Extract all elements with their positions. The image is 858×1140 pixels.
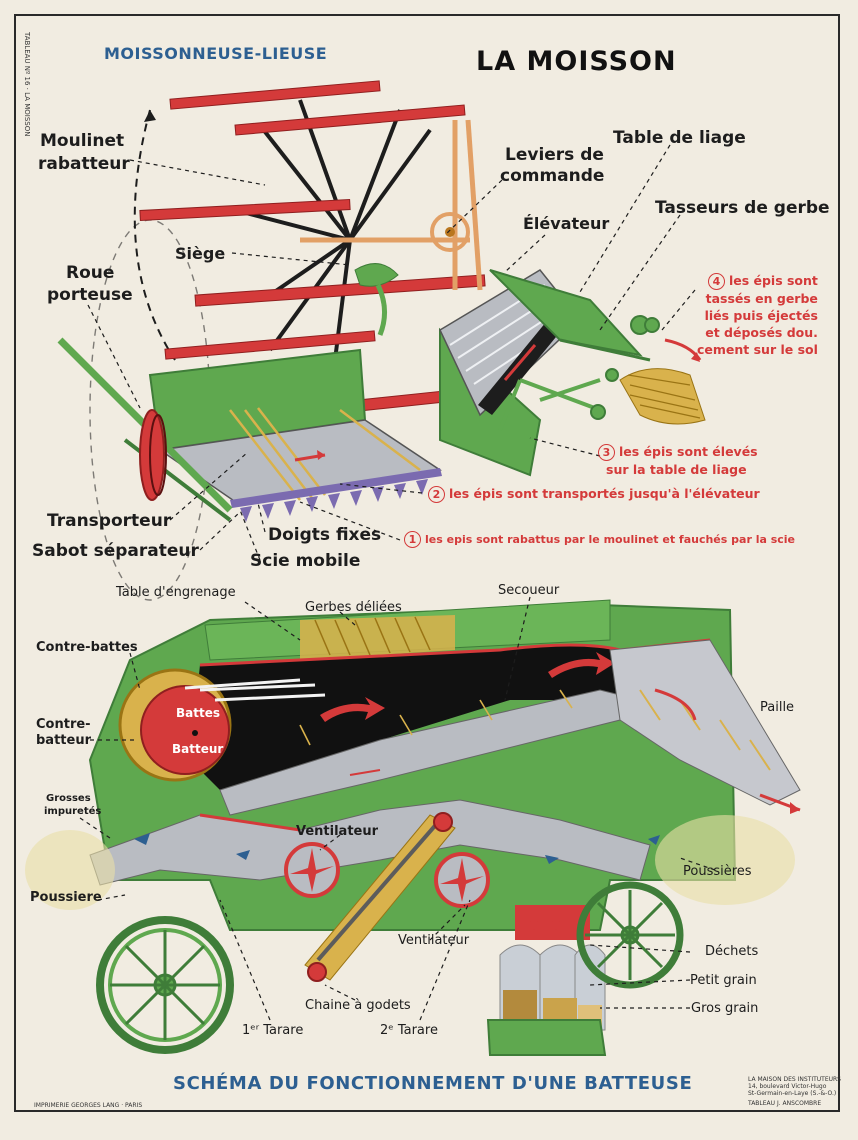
label-roue: Roue <box>66 263 115 283</box>
front-wheel <box>96 916 234 1054</box>
page-title: LA MOISSON <box>476 46 677 77</box>
label-moulinet: Moulinet <box>40 131 125 151</box>
label-petit-grain: Petit grain <box>690 973 757 988</box>
side-reference: TABLEAU Nº 16 · LA MOISSON <box>23 32 31 136</box>
step-3-line1: les épis sont élevés <box>619 444 758 459</box>
step-4-line1: les épis sont <box>728 273 818 288</box>
label-chaine: Chaine à godets <box>305 998 411 1013</box>
label-poussiere: Poussiere <box>30 890 102 905</box>
sheaf-illustration <box>619 338 706 425</box>
fan-1 <box>284 842 340 898</box>
step-3-line2: sur la table de liage <box>606 462 747 477</box>
label-porteuse: porteuse <box>47 285 133 305</box>
step-4-line5: cement sur le sol <box>697 342 818 357</box>
label-battes: Battes <box>176 706 220 720</box>
step-2-text: les épis sont transportés jusqu'à l'élév… <box>449 486 760 501</box>
bottom-title: SCHÉMA DU FONCTIONNEMENT D'UNE BATTEUSE <box>173 1073 693 1094</box>
label-elevateur: Élévateur <box>523 214 610 233</box>
publisher-line-4: TABLEAU J. ANSCOMBRE <box>748 1100 822 1107</box>
fan-2 <box>434 852 490 908</box>
label-tarare-2: 2ᵉ Tarare <box>380 1023 438 1038</box>
poster-frame <box>14 14 840 1112</box>
label-contre: Contre- <box>36 717 91 732</box>
step-1-text: les epis sont rabattus par le moulinet e… <box>425 533 796 546</box>
step-3: 3 les épis sont élevés sur la table de li… <box>598 443 758 478</box>
reaper-binder-diagram <box>57 80 706 601</box>
label-transporteur: Transporteur <box>47 511 172 531</box>
label-batteur: Batteur <box>172 742 224 756</box>
label-ventilateur-1: Ventilateur <box>296 824 379 839</box>
subtitle: MOISSONNEUSE-LIEUSE <box>104 44 328 63</box>
thresher-leader-lines <box>79 596 716 1021</box>
step-4-line3: liés puis éjectés <box>704 308 818 323</box>
label-scie: Scie mobile <box>250 551 361 571</box>
label-commande: commande <box>500 166 605 186</box>
label-leviers: Leviers de <box>505 145 604 165</box>
label-contre-battes: Contre-battes <box>36 640 138 655</box>
step-4-line4: et déposés dou. <box>705 325 818 340</box>
label-gerbes: Gerbes déliées <box>305 600 402 615</box>
publisher-line-2: 14, boulevard Victor-Hugo <box>748 1083 827 1090</box>
label-batteur-lbl: batteur <box>36 733 91 748</box>
side-reference-text: TABLEAU Nº 16 · LA MOISSON <box>23 32 31 136</box>
printer-imprint: IMPRIMERIE GEORGES LANG · PARIS <box>34 1102 143 1109</box>
step-2-number: 2 <box>428 486 445 503</box>
label-secoueur: Secoueur <box>498 583 560 598</box>
publisher-imprint: LA MAISON DES INSTITUTEURS 14, boulevard… <box>748 1076 841 1107</box>
label-tarare-1: 1ᵉʳ Tarare <box>242 1023 304 1038</box>
label-grosses: Grosses <box>46 793 91 804</box>
publisher-line-3: St-Germain-en-Laye (S.-&-O.) <box>748 1090 837 1097</box>
step-1-number: 1 <box>404 531 421 548</box>
label-sabot: Sabot séparateur <box>32 541 199 561</box>
reaper-leader-lines <box>87 144 696 561</box>
rear-wheel <box>576 881 684 989</box>
label-gros-grain: Gros grain <box>691 1001 759 1016</box>
publisher-line-1: LA MAISON DES INSTITUTEURS <box>748 1076 841 1083</box>
label-dechets: Déchets <box>705 944 759 959</box>
label-siege: Siège <box>175 244 226 263</box>
step-4-number: 4 <box>707 273 725 290</box>
label-poussieres: Poussières <box>683 864 752 879</box>
step-4-line2: tassés en gerbe <box>705 291 818 306</box>
step-3-number: 3 <box>598 444 615 461</box>
label-tasseurs: Tasseurs de gerbe <box>655 198 830 218</box>
label-table-liage: Table de liage <box>613 128 746 148</box>
step-2: 2 les épis sont transportés jusqu'à l'élé… <box>428 485 760 503</box>
label-table-engrenage: Table d'engrenage <box>116 585 236 600</box>
label-paille: Paille <box>760 700 795 715</box>
step-1: 1 les epis sont rabattus par le moulinet … <box>404 530 795 548</box>
label-rabatteur: rabatteur <box>38 154 130 174</box>
thresher-diagram <box>25 599 801 1056</box>
label-doigts: Doigts fixes <box>268 525 382 545</box>
label-impuretes: impuretés <box>44 806 102 817</box>
label-ventilateur-2: Ventilateur <box>398 933 470 948</box>
